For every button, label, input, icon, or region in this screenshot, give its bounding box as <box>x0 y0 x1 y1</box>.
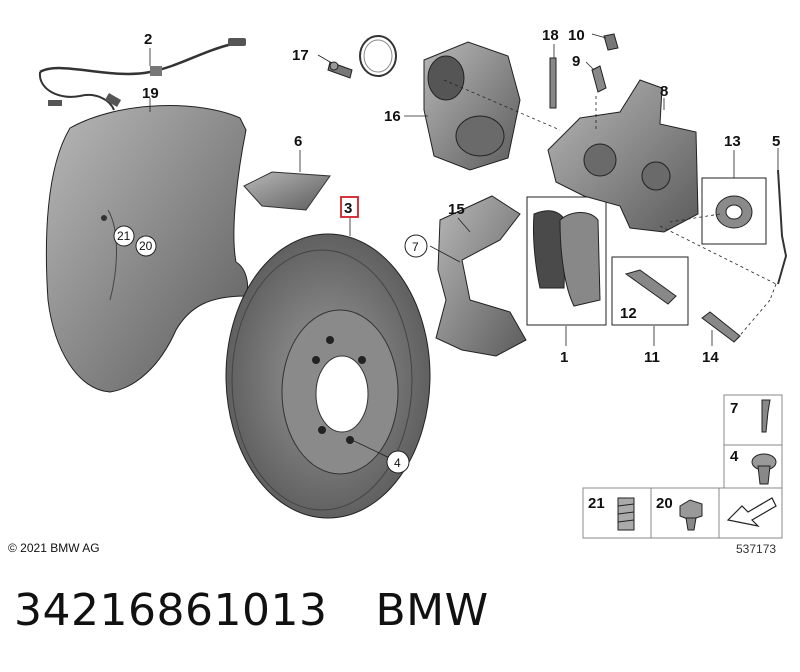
copyright-notice: © 2021 BMW AG <box>8 541 100 555</box>
callout-2: 2 <box>144 31 152 48</box>
bleeder-screw[interactable] <box>591 33 619 93</box>
callout-7-circle: 7 <box>404 234 428 258</box>
image-number: 537173 <box>736 542 777 556</box>
legend-item-20: 20 <box>656 495 673 512</box>
parking-brake-actuator[interactable] <box>423 41 521 171</box>
guide-bushing-kit[interactable] <box>701 177 767 245</box>
sensor-bracket[interactable] <box>549 57 557 109</box>
callout-10: 10 <box>568 27 585 44</box>
callout-20: 20 <box>139 239 153 253</box>
hardware-legend: 7 4 21 20 <box>582 394 783 539</box>
callout-7: 7 <box>412 240 419 254</box>
brake-pads[interactable] <box>526 196 607 326</box>
callout-5: 5 <box>772 133 780 150</box>
anti-squeal-foil[interactable] <box>243 171 331 211</box>
callout-17: 17 <box>292 47 309 64</box>
part-number: 34216861013 <box>14 585 328 636</box>
callout-4: 4 <box>394 456 401 470</box>
callout-21: 21 <box>117 229 131 243</box>
guide-pin[interactable] <box>701 311 741 343</box>
callout-15: 15 <box>448 201 465 218</box>
legend-item-21: 21 <box>588 495 605 512</box>
leader-lines <box>149 33 779 463</box>
callout-1: 1 <box>560 349 568 366</box>
brake-caliper[interactable] <box>547 79 699 233</box>
callout-14: 14 <box>702 349 719 366</box>
callout-8: 8 <box>660 83 668 100</box>
part-footer: 34216861013 BMW <box>14 585 489 636</box>
motor-screw[interactable] <box>327 61 353 79</box>
wear-sensor-cable[interactable] <box>38 38 246 111</box>
callout-18: 18 <box>542 27 559 44</box>
callout-21-circle: 21 <box>113 225 135 247</box>
callout-20-circle: 20 <box>135 235 157 257</box>
callout-19: 19 <box>142 85 159 102</box>
legend-item-4: 4 <box>730 448 739 465</box>
callout-labels: 2 19 6 17 16 18 10 9 8 13 5 15 1 11 12 1… <box>113 27 780 474</box>
callout-4-circle: 4 <box>386 450 410 474</box>
callout-11: 11 <box>644 349 660 366</box>
legend-item-7: 7 <box>730 400 738 417</box>
callout-16: 16 <box>384 108 401 125</box>
exploded-brake-diagram: 2 19 6 17 16 18 10 9 8 13 5 15 1 11 12 1… <box>38 27 788 539</box>
guide-pin-kit[interactable] <box>611 256 689 326</box>
callout-13: 13 <box>724 133 741 150</box>
callout-3: 3 <box>344 200 352 217</box>
caliper-carrier[interactable] <box>435 195 527 357</box>
callout-12: 12 <box>620 305 637 322</box>
retaining-spring[interactable] <box>777 169 788 285</box>
brand-name: BMW <box>375 585 489 636</box>
o-ring[interactable] <box>359 35 397 77</box>
brake-disc[interactable] <box>225 233 431 519</box>
callout-3-highlight[interactable]: 3 <box>340 196 359 218</box>
callout-9: 9 <box>572 53 580 70</box>
callout-6: 6 <box>294 133 302 150</box>
